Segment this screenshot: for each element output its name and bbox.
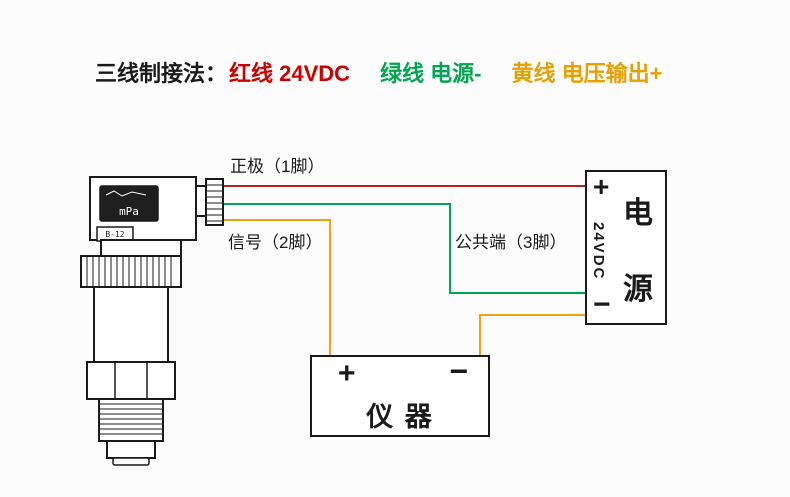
transmitter-neck xyxy=(100,239,182,257)
thread-lines xyxy=(99,403,163,435)
transmitter-connector-arm xyxy=(195,185,207,217)
transmitter-terminal-block xyxy=(205,178,224,226)
power-voltage-rating: 24VDC xyxy=(590,222,607,281)
title-green-wire-note: 绿线 电源- xyxy=(380,61,482,86)
power-name-char2: 源 xyxy=(623,273,653,306)
transmitter-thread xyxy=(98,398,164,442)
title-yellow-wire-note: 黄线 电压输出+ xyxy=(511,61,663,86)
instrument-box: + − 仪 器 xyxy=(310,355,490,437)
instrument-name: 仪 器 xyxy=(366,402,434,432)
yellow-wire-instrument-return xyxy=(479,314,586,356)
transmitter-tag-text: B-12 xyxy=(105,230,124,239)
instrument-plus-terminal: + xyxy=(338,357,356,390)
transmitter-port-end xyxy=(112,457,150,466)
transmitter-knurled-ring xyxy=(80,255,182,288)
transmitter-body xyxy=(93,286,169,363)
power-supply-box: + 电 24VDC 源 − xyxy=(585,170,667,325)
yellow-wire-signal xyxy=(223,219,331,356)
label-signal-pin2: 信号（2脚） xyxy=(228,233,323,252)
title-red-wire-note: 红线 24VDC xyxy=(229,61,351,86)
green-wire-common xyxy=(223,203,586,294)
diagram-title: 三线制接法：红线 24VDC 绿线 电源- 黄线 电压输出+ xyxy=(95,56,662,88)
instrument-minus-terminal: − xyxy=(449,353,468,389)
display-graph-line xyxy=(105,190,147,197)
title-prefix: 三线制接法： xyxy=(95,61,228,86)
power-plus-terminal: + xyxy=(593,171,610,202)
terminal-block-hatching xyxy=(206,184,223,222)
pressure-transmitter-drawing: mPa B-12 xyxy=(80,176,224,466)
power-minus-terminal: − xyxy=(593,288,611,321)
label-positive-pin1: 正极（1脚） xyxy=(230,157,325,176)
transmitter-port-tip xyxy=(106,440,156,459)
display-unit-text: mPa xyxy=(119,205,139,218)
label-common-pin3: 公共端（3脚） xyxy=(455,233,567,252)
power-name-char1: 电 xyxy=(623,197,653,230)
knurl-lines xyxy=(86,256,172,287)
transmitter-hex-nut xyxy=(86,361,176,400)
